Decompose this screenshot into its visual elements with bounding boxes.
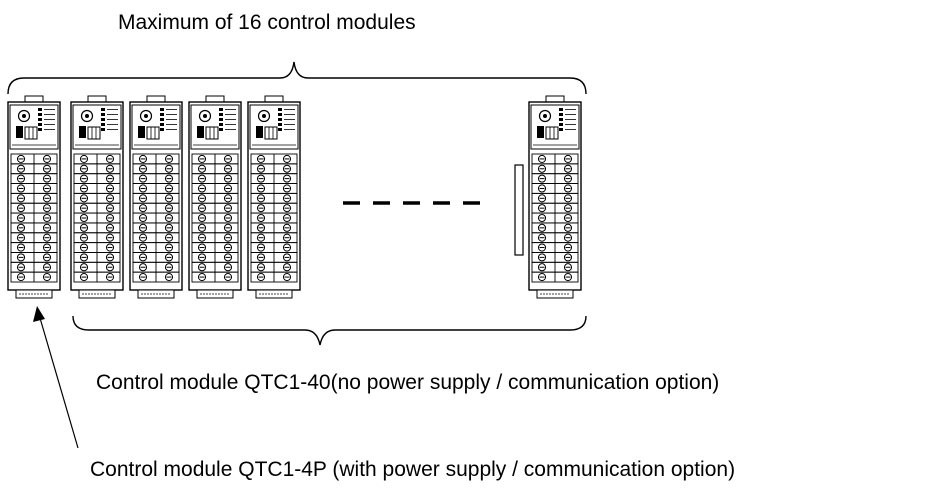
bottom-brace [72,315,587,346]
pointer-arrow [33,306,79,449]
module-qtc1-4p [7,95,61,299]
module-qtc1-40 [129,95,183,299]
module-qtc1-40 [528,95,582,299]
module-qtc1-40 [247,95,301,299]
qtc1-40-label: Control module QTC1-40(no power supply /… [96,371,720,394]
max-modules-label: Maximum of 16 control modules [118,11,416,34]
qtc1-4p-label: Control module QTC1-4P (with power suppl… [90,458,736,481]
module-qtc1-40 [70,95,124,299]
top-brace [7,61,587,95]
side-connector [514,164,524,256]
module-qtc1-40 [188,95,242,299]
